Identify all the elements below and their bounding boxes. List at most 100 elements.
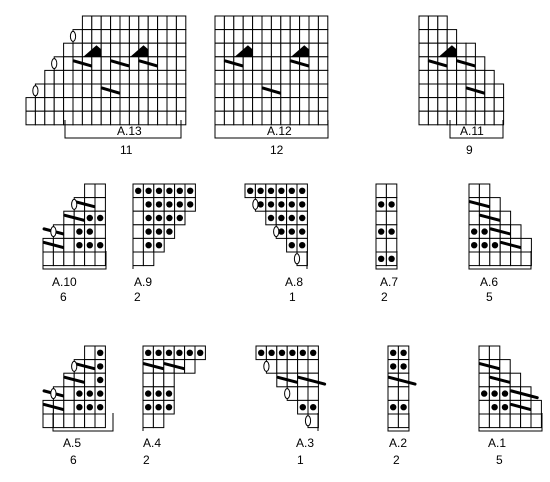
chart-name-label: A.2: [389, 436, 407, 450]
grid-cell: [214, 110, 225, 126]
purl-dot-symbol: [97, 376, 104, 384]
grid-cell: [307, 359, 319, 374]
grid-cell: [91, 69, 102, 85]
grid-cell: [437, 83, 448, 99]
grid-cell: [94, 413, 106, 429]
purl-dot-symbol: [166, 214, 173, 222]
purl-dot-symbol: [76, 390, 83, 397]
grid-cell: [42, 251, 54, 267]
chart-name-label: A.9: [134, 275, 152, 289]
grid-cell: [132, 251, 144, 267]
grid-cell: [308, 83, 319, 99]
grid-cell: [147, 42, 159, 58]
chart-name-label: A.8: [285, 275, 303, 289]
grid-cell: [110, 42, 121, 58]
purl-dot-symbol: [481, 228, 488, 235]
grid-cell: [478, 372, 490, 388]
purl-dot-symbol: [86, 228, 94, 235]
purl-dot-symbol: [491, 390, 498, 397]
grid-cell: [308, 69, 319, 85]
grid-cell: [128, 97, 140, 112]
grid-cell: [252, 56, 263, 71]
grid-cell: [84, 413, 96, 429]
grid-cell: [270, 69, 282, 85]
chart-name-label: A.12: [267, 124, 292, 138]
grid-cell: [166, 42, 177, 58]
grid-cell: [261, 15, 272, 31]
grid-cell: [289, 110, 301, 126]
grid-cell: [493, 110, 505, 126]
grid-cell: [72, 42, 83, 58]
repeat-count-label: 2: [381, 290, 388, 304]
grid-cell: [233, 69, 244, 85]
grid-cell: [308, 29, 319, 44]
grid-cell: [214, 69, 225, 85]
chart-name-label: A.1: [488, 436, 506, 450]
purl-dot-symbol: [278, 349, 286, 356]
grid-cell: [510, 251, 522, 267]
grid-cell: [530, 413, 542, 429]
grid-cell: [289, 29, 301, 44]
grid-cell: [474, 56, 486, 71]
grid-cell: [280, 56, 291, 71]
grid-cell: [270, 15, 282, 31]
grid-cell: [427, 15, 439, 31]
grid-cell: [427, 29, 439, 44]
grid-cell: [53, 97, 65, 112]
grid-cell: [223, 83, 235, 99]
purl-dot-symbol: [388, 255, 395, 262]
grid-cell: [119, 83, 130, 99]
grid-cell: [509, 372, 522, 388]
grid-cell: [110, 110, 121, 126]
grid-cell: [474, 97, 486, 112]
grid-cell: [152, 413, 165, 429]
repeat-bracket: [387, 413, 410, 432]
grid-cell: [233, 110, 244, 126]
purl-dot-symbol: [97, 349, 104, 356]
grid-cell: [280, 69, 291, 85]
grid-cell: [484, 69, 495, 85]
grid-cell: [166, 29, 177, 44]
purl-dot-symbol: [400, 363, 407, 370]
purl-dot-symbol: [145, 214, 152, 222]
purl-dot-symbol: [268, 349, 275, 356]
purl-dot-symbol: [86, 242, 94, 249]
grid-cell: [317, 97, 329, 112]
grid-cell: [375, 183, 387, 199]
chart-name-label: A.7: [380, 275, 398, 289]
grid-cell: [437, 97, 448, 112]
grid-cell: [132, 224, 144, 239]
grid-cell: [456, 110, 467, 126]
chart-name-label: A.6: [480, 275, 498, 289]
grid-cell: [317, 29, 329, 44]
grid-cell: [280, 42, 291, 58]
chart-a-11: A.119: [418, 15, 505, 157]
purl-dot-symbol: [299, 214, 306, 222]
grid-cell: [91, 83, 102, 99]
grid-cell: [84, 183, 96, 199]
purl-dot-symbol: [165, 404, 173, 411]
grid-cell: [25, 110, 36, 126]
grid-cell: [73, 251, 86, 267]
grid-cell: [299, 29, 310, 44]
grid-cell: [418, 97, 429, 112]
grid-cell: [73, 413, 86, 429]
grid-cell: [166, 110, 177, 126]
grid-cell: [175, 15, 187, 31]
grid-cell: [128, 83, 140, 99]
grid-cell: [456, 69, 467, 85]
grid-cell: [25, 97, 36, 112]
purl-dot-symbol: [97, 214, 104, 222]
repeat-count-label: 2: [393, 453, 400, 467]
grid-cell: [437, 69, 448, 85]
purl-dot-symbol: [299, 187, 306, 194]
purl-dot-symbol: [257, 201, 264, 208]
grid-cell: [252, 15, 263, 31]
grid-cell: [214, 97, 225, 112]
purl-dot-symbol: [278, 187, 285, 194]
purl-dot-symbol: [491, 242, 499, 249]
purl-dot-symbol: [97, 242, 104, 249]
purl-dot-symbol: [176, 349, 183, 356]
chart-a-2: A.22: [387, 345, 417, 467]
